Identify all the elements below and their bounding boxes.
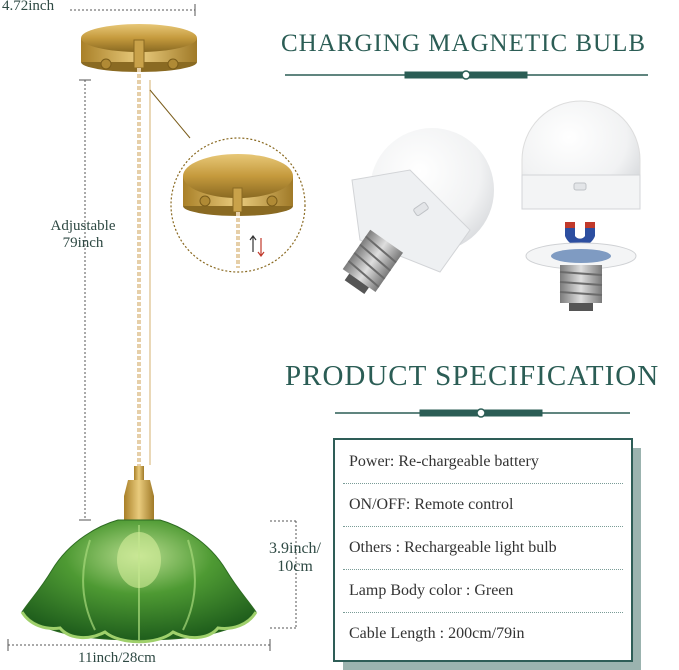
spec-box: Power: Re-chargeable battery ON/OFF: Rem… xyxy=(333,438,633,662)
shade-height-line1: 3.9inch/ xyxy=(269,540,321,557)
spec-power: Power: Re-chargeable battery xyxy=(349,453,539,470)
heading-ornament-bottom xyxy=(335,408,630,418)
cord-adjustable-line2: 79inch xyxy=(62,235,104,251)
bulb-heading: CHARGING MAGNETIC BULB xyxy=(281,30,647,57)
canopy-width-dimension xyxy=(70,4,196,16)
magnet-icon xyxy=(565,222,595,247)
shade-width-dimension xyxy=(7,639,271,651)
cord-length-dimension xyxy=(79,79,91,521)
spec-switch: ON/OFF: Remote control xyxy=(349,496,514,513)
spec-color: Lamp Body color : Green xyxy=(349,582,514,599)
shade-height-line2: 10cm xyxy=(277,558,313,575)
lamp-socket xyxy=(124,466,154,524)
shade-width-label: 11inch/28cm xyxy=(78,650,156,666)
canopy-width-label: 4.72inch xyxy=(2,0,55,14)
canopy-detail-callout xyxy=(149,89,306,273)
spec-others: Others : Rechargeable light bulb xyxy=(349,539,557,556)
up-arrow-icon xyxy=(249,235,257,252)
ceiling-canopy xyxy=(81,24,197,72)
heading-ornament-top xyxy=(285,70,648,80)
spec-divider xyxy=(343,612,623,613)
spec-heading: PRODUCT SPECIFICATION xyxy=(285,360,660,392)
spec-cable: Cable Length : 200cm/79in xyxy=(349,625,525,642)
down-arrow-icon xyxy=(257,238,265,257)
spec-divider xyxy=(343,483,623,484)
braided-cord xyxy=(137,68,151,470)
spec-divider xyxy=(343,569,623,570)
green-glass-shade xyxy=(20,519,258,644)
cord-adjustable-line1: Adjustable xyxy=(50,218,116,234)
spec-divider xyxy=(343,526,623,527)
magnetic-bulb-front xyxy=(342,128,494,295)
shade-height-dimension xyxy=(270,520,298,629)
cord-adjustable-label: Adjustable 79inch xyxy=(37,218,129,252)
magnetic-bulb-detached xyxy=(521,100,641,311)
shade-height-label: 3.9inch/ 10cm xyxy=(259,540,331,576)
